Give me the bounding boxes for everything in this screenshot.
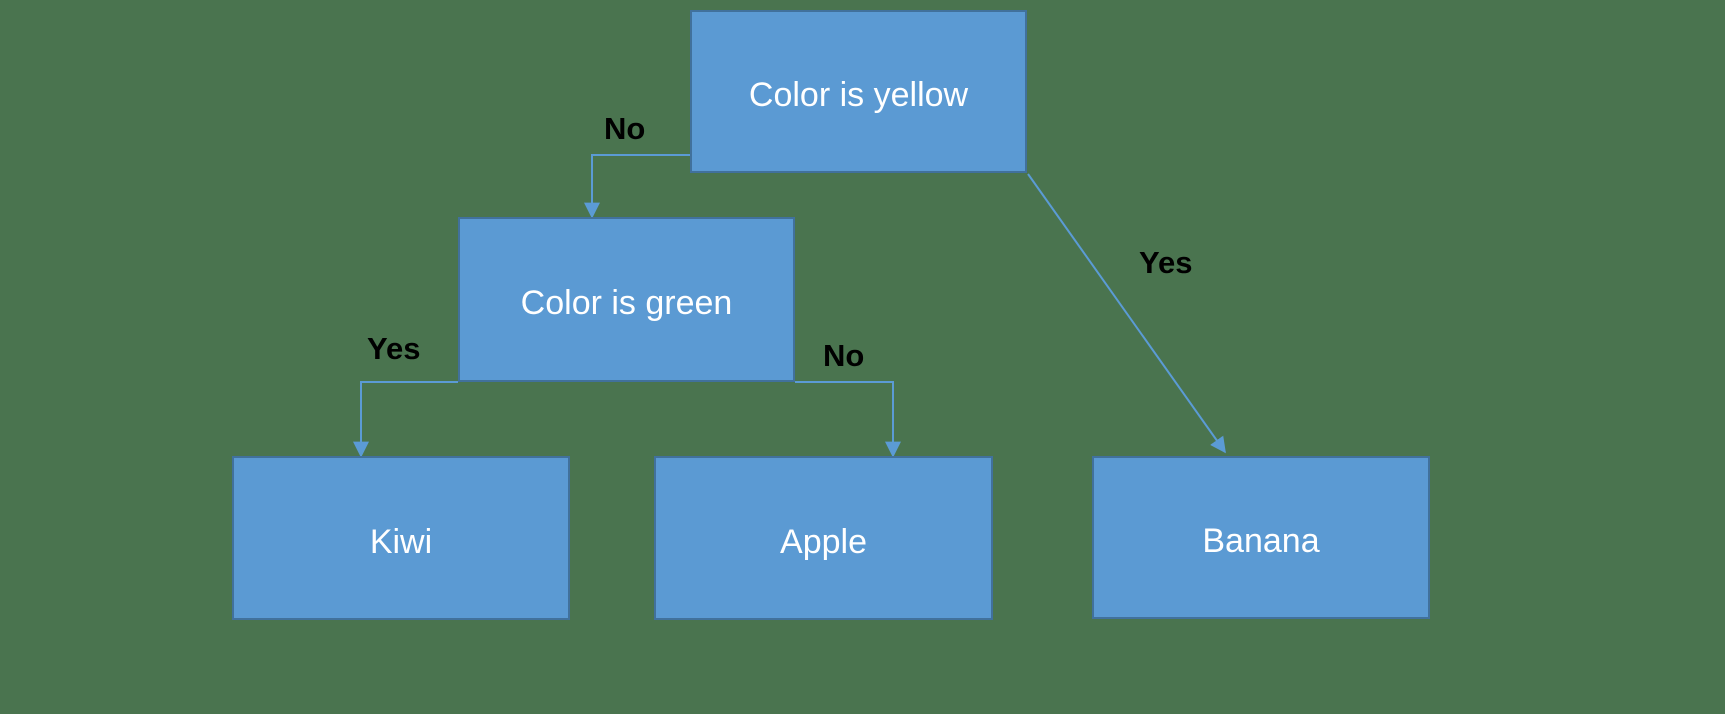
node-color-is-yellow-label: Color is yellow (748, 76, 969, 115)
edge-green-yes-label: Yes (367, 331, 421, 366)
edge-root-yes-label: Yes (1139, 245, 1193, 280)
node-color-is-green: Color is green (458, 217, 795, 382)
node-apple-label: Apple (780, 522, 867, 561)
node-kiwi: Kiwi (232, 456, 570, 620)
edge-green-yes-connector (353, 381, 458, 458)
edge-root-no-connector (584, 154, 690, 219)
edge-green-no-label: No (823, 338, 865, 373)
node-banana-label: Banana (1202, 522, 1320, 561)
node-apple: Apple (654, 456, 993, 620)
edge-root-no-label: No (604, 111, 646, 146)
edge-green-no-connector (795, 381, 901, 458)
node-color-is-yellow: Color is yellow (690, 10, 1027, 173)
node-banana: Banana (1092, 456, 1430, 619)
node-color-is-green-label: Color is green (520, 284, 733, 323)
node-kiwi-label: Kiwi (369, 522, 433, 561)
edge-root-yes-connector (1027, 173, 1226, 454)
